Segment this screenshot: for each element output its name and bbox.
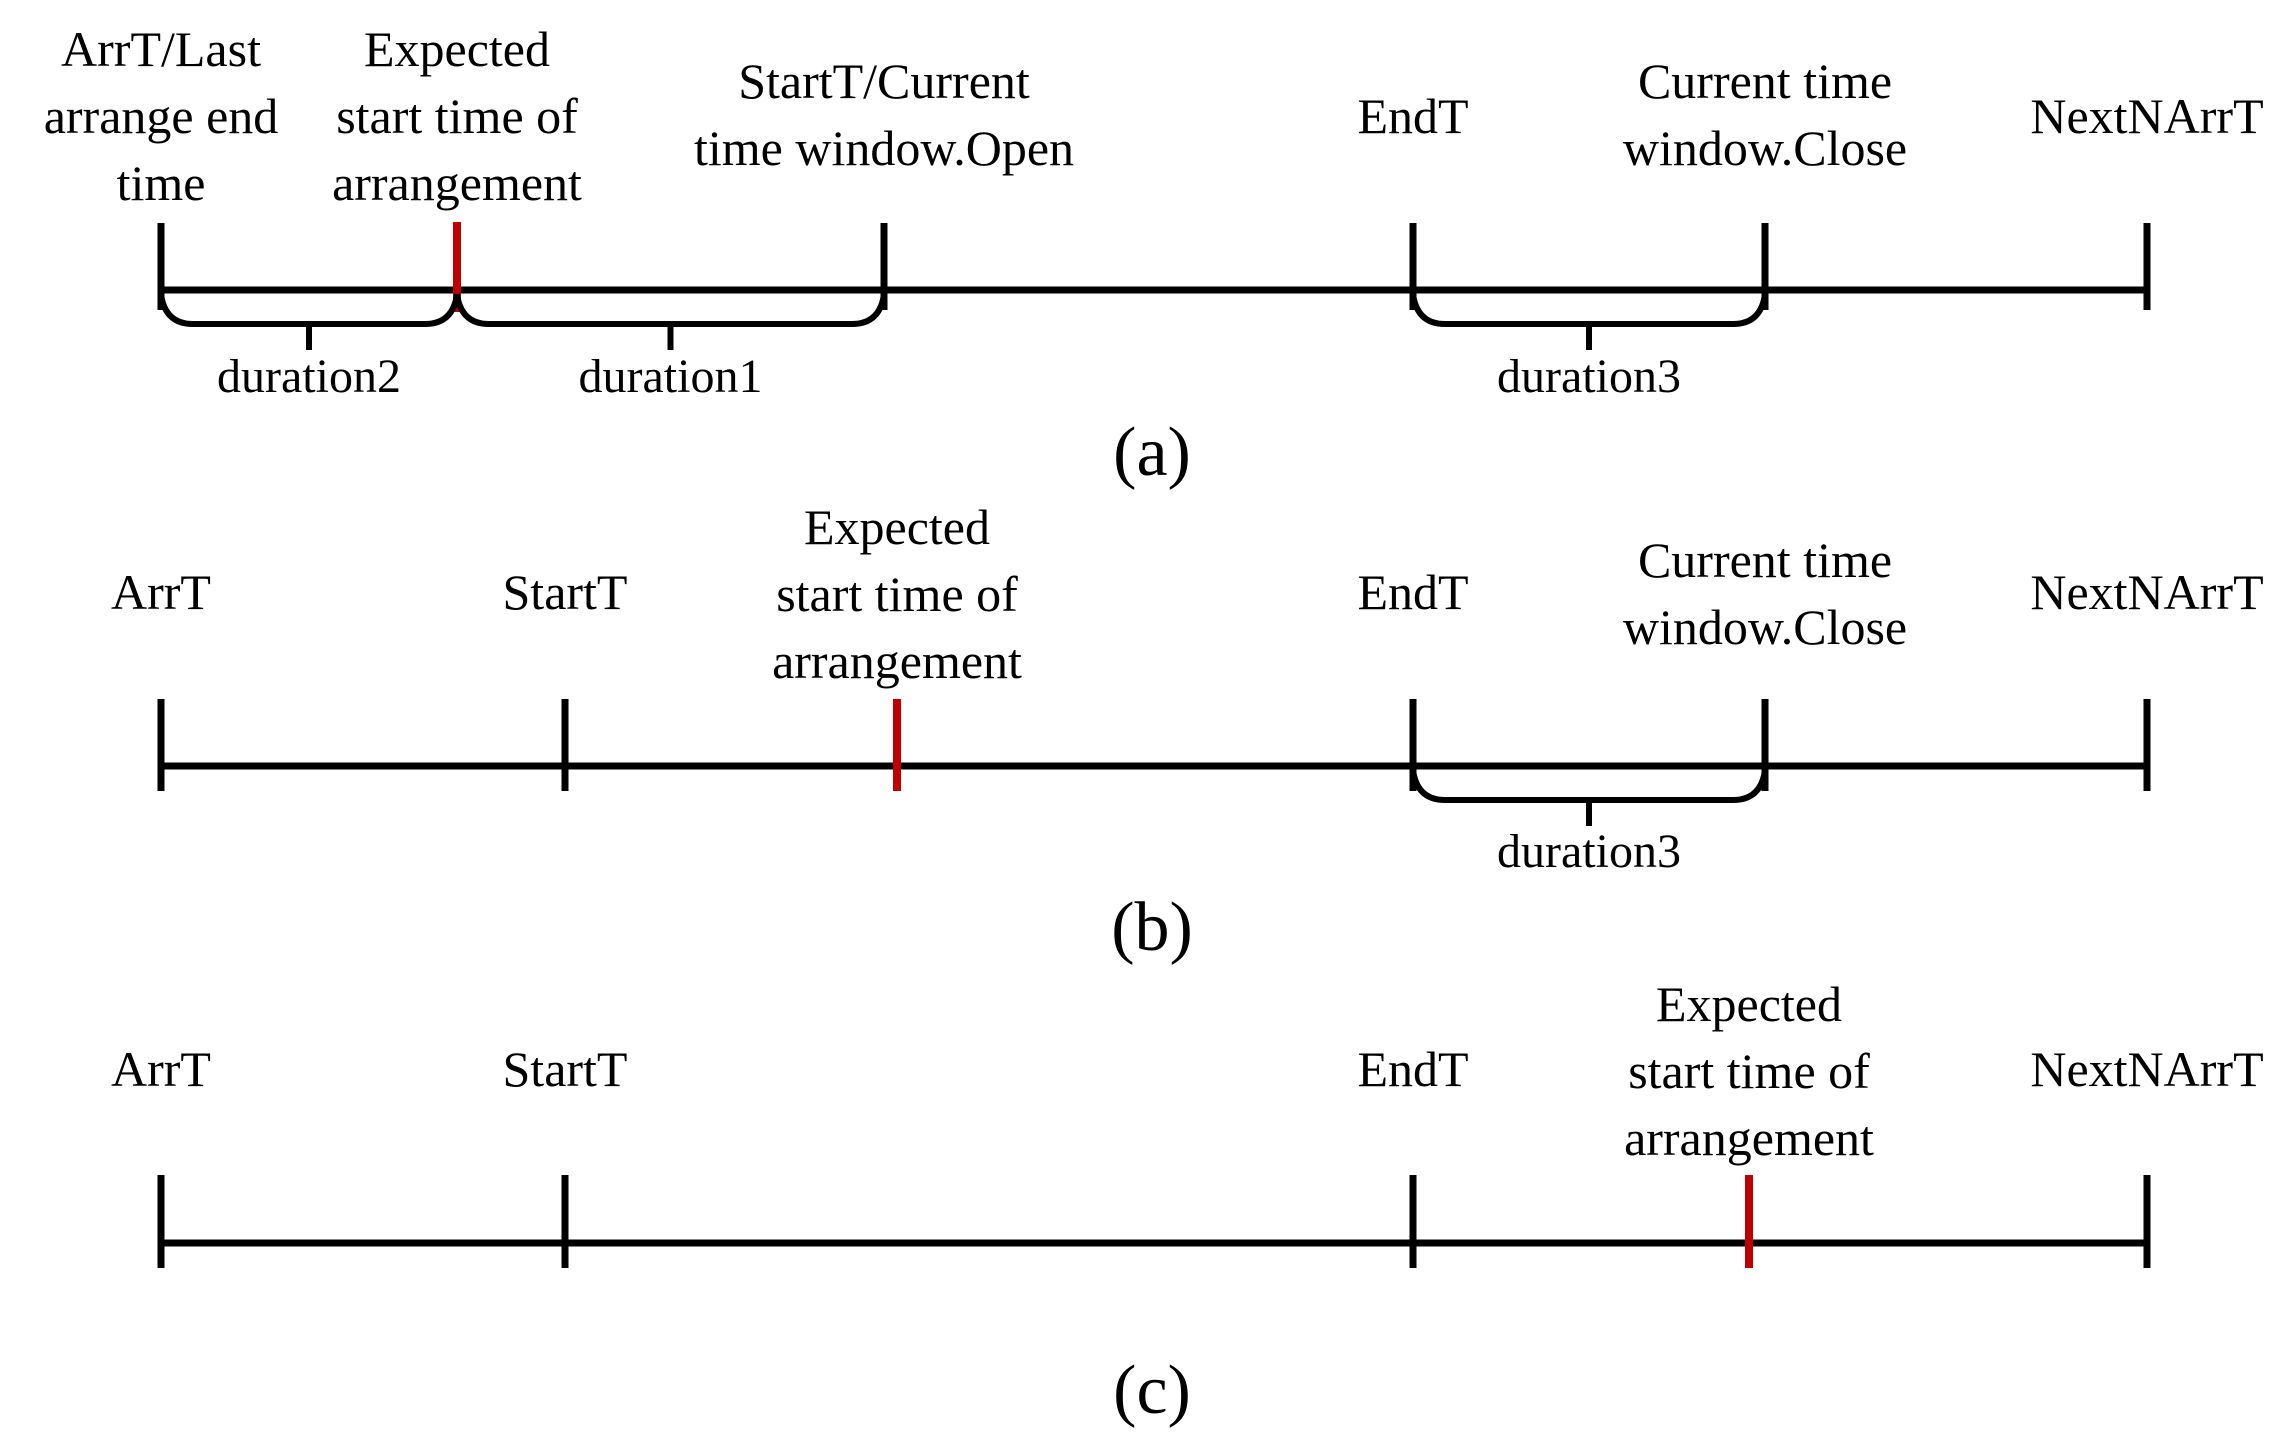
- panel-b-braces: duration3: [1410, 769, 1768, 878]
- panel-b-brace-duration3-label: duration3: [1497, 825, 1681, 878]
- panel-c: ArrT StartT EndT Expected start time of arran…: [111, 976, 2264, 1429]
- panel-a-label-close-line: Current time: [1638, 53, 1892, 109]
- panel-b-label-expected-line: arrangement: [772, 633, 1022, 689]
- panel-a-brace-duration1-label: duration1: [579, 350, 763, 403]
- panel-b-label-nextnarrt: NextNArrT: [2030, 564, 2263, 620]
- panel-b-label-expected: Expected start time of arrangement: [772, 499, 1022, 689]
- panel-b: ArrT StartT Expected start time of arrangeme…: [111, 499, 2264, 966]
- panel-a-braces: duration2 duration1 duration3: [158, 293, 1768, 403]
- panel-a-label-close-line: window.Close: [1623, 120, 1907, 176]
- panel-c-label-endt-line: EndT: [1357, 1041, 1468, 1097]
- panel-b-label-arrt: ArrT: [111, 564, 211, 620]
- panel-c-label-endt: EndT: [1357, 1041, 1468, 1097]
- panel-a-label-startt-line: StartT/Current: [738, 53, 1030, 109]
- panel-b-caption: (b): [1111, 889, 1193, 966]
- panel-b-ticks: ArrT StartT Expected start time of arrangeme…: [111, 499, 2264, 791]
- panel-a-ticks: ArrT/Last arrange end time Expected start ti…: [44, 21, 2264, 312]
- panel-a-brace-duration2: [158, 293, 460, 327]
- panel-a-brace-duration3: [1410, 293, 1768, 327]
- panel-c-label-startt: StartT: [503, 1041, 628, 1097]
- panel-a-label-expected-line: start time of: [336, 88, 578, 144]
- panel-c-ticks: ArrT StartT EndT Expected start time of arran…: [111, 976, 2264, 1268]
- panel-a-label-arrt-line: ArrT/Last: [61, 21, 261, 77]
- panel-a-label-startt-line: time window.Open: [694, 120, 1074, 176]
- panel-a-brace-duration3-label: duration3: [1497, 350, 1681, 403]
- panel-a-label-endt: EndT: [1357, 88, 1468, 144]
- panel-c-label-nextnarrt-line: NextNArrT: [2030, 1041, 2263, 1097]
- panel-c-caption: (c): [1113, 1352, 1191, 1429]
- panel-b-label-expected-line: start time of: [776, 566, 1018, 622]
- panel-b-label-close-line: window.Close: [1623, 599, 1907, 655]
- panel-a-brace-duration2-label: duration2: [217, 350, 401, 403]
- panel-a-label-nextnarrt-line: NextNArrT: [2030, 88, 2263, 144]
- panel-b-label-endt-line: EndT: [1357, 564, 1468, 620]
- panel-a-label-expected: Expected start time of arrangement: [332, 21, 582, 211]
- panel-a-caption: (a): [1113, 414, 1191, 491]
- panel-c-label-expected-line: arrangement: [1624, 1110, 1874, 1166]
- panel-b-brace-duration3: [1410, 769, 1768, 803]
- panel-a-label-close: Current time window.Close: [1623, 53, 1907, 176]
- panel-b-label-arrt-line: ArrT: [111, 564, 211, 620]
- panel-a-label-arrt-line: time: [117, 155, 206, 211]
- panel-a-label-endt-line: EndT: [1357, 88, 1468, 144]
- panel-b-label-nextnarrt-line: NextNArrT: [2030, 564, 2263, 620]
- panel-c-label-expected-line: Expected: [1656, 976, 1842, 1032]
- panel-b-label-endt: EndT: [1357, 564, 1468, 620]
- panel-a-brace-duration1: [454, 293, 887, 327]
- panel-b-label-close: Current time window.Close: [1623, 532, 1907, 655]
- panel-c-label-arrt: ArrT: [111, 1041, 211, 1097]
- panel-c-label-expected-line: start time of: [1628, 1043, 1870, 1099]
- panel-c-label-startt-line: StartT: [503, 1041, 628, 1097]
- panel-a-label-expected-line: arrangement: [332, 155, 582, 211]
- panel-a-label-arrt-line: arrange end: [44, 88, 279, 144]
- panel-a-label-expected-line: Expected: [364, 21, 550, 77]
- panel-a-label-startt: StartT/Current time window.Open: [694, 53, 1074, 176]
- panel-b-label-startt: StartT: [503, 564, 628, 620]
- panel-b-label-startt-line: StartT: [503, 564, 628, 620]
- panel-a-label-arrt: ArrT/Last arrange end time: [44, 21, 279, 211]
- panel-c-label-expected: Expected start time of arrangement: [1624, 976, 1874, 1166]
- panel-a-label-nextnarrt: NextNArrT: [2030, 88, 2263, 144]
- panel-a: ArrT/Last arrange end time Expected start ti…: [44, 21, 2264, 491]
- panel-c-label-nextnarrt: NextNArrT: [2030, 1041, 2263, 1097]
- panel-c-label-arrt-line: ArrT: [111, 1041, 211, 1097]
- panel-b-label-close-line: Current time: [1638, 532, 1892, 588]
- panel-b-label-expected-line: Expected: [804, 499, 990, 555]
